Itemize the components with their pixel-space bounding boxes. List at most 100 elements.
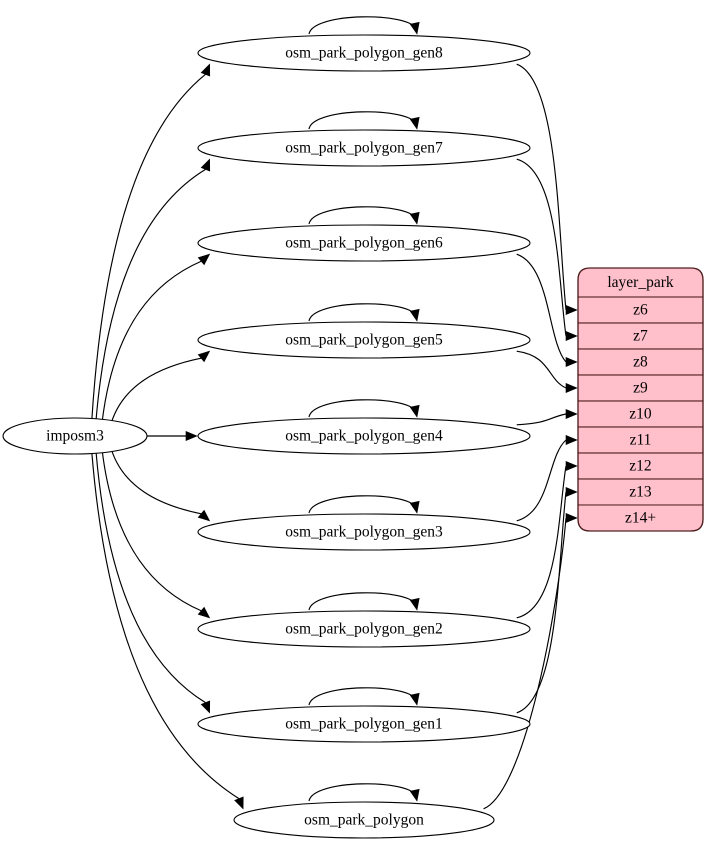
node-gen1[interactable]: osm_park_polygon_gen1 xyxy=(197,705,531,743)
arrowhead-self-loop-gen1 xyxy=(409,692,420,706)
arrowhead-gen5-to-z9 xyxy=(565,382,578,394)
node-gen2-shape xyxy=(197,610,531,648)
arrowhead-imposm3-to-gen2 xyxy=(197,606,211,619)
arrowhead-gen7-to-z7 xyxy=(565,330,578,342)
arrowhead-imposm3-to-gen8 xyxy=(200,63,211,77)
node-gen3[interactable]: osm_park_polygon_gen3 xyxy=(197,513,531,551)
node-base-shape xyxy=(233,801,495,839)
node-gen8[interactable]: osm_park_polygon_gen8 xyxy=(197,34,531,72)
edge-gen2-to-z12 xyxy=(516,465,567,619)
arrowhead-self-loop-base xyxy=(409,788,420,802)
node-imposm3[interactable]: imposm3 xyxy=(2,417,148,455)
self-loop-gen5 xyxy=(308,303,417,322)
layer-park-row-label-z13: z13 xyxy=(629,484,652,501)
edges-layer xyxy=(91,16,578,810)
self-loop-gen8 xyxy=(308,16,417,35)
node-base-label: osm_park_polygon xyxy=(304,812,424,829)
arrowhead-imposm3-to-gen3 xyxy=(197,509,211,522)
arrowhead-self-loop-gen6 xyxy=(409,211,420,225)
layer-park-header-label: layer_park xyxy=(607,274,674,291)
node-imposm3-label: imposm3 xyxy=(46,428,104,445)
arrowhead-self-loop-gen4 xyxy=(409,404,420,418)
edge-base-to-z14+ xyxy=(483,517,567,810)
layer-park-row-label-z12: z12 xyxy=(629,458,651,475)
node-gen3-shape xyxy=(197,513,531,551)
arrowhead-imposm3-to-base xyxy=(234,796,244,810)
node-gen5-shape xyxy=(197,321,531,359)
edge-imposm3-to-gen5 xyxy=(109,357,202,428)
node-gen7-label: osm_park_polygon_gen7 xyxy=(285,140,443,157)
self-loop-gen7 xyxy=(308,111,417,130)
self-loop-gen1 xyxy=(308,687,417,706)
layer-park-row-z6[interactable] xyxy=(577,296,704,324)
edge-gen4-to-z10 xyxy=(516,413,567,426)
edge-imposm3-to-gen3 xyxy=(109,444,202,515)
node-gen4-label: osm_park_polygon_gen4 xyxy=(285,428,443,445)
node-gen5-label: osm_park_polygon_gen5 xyxy=(285,332,443,349)
arrowhead-gen2-to-z12 xyxy=(565,460,578,472)
arrowhead-self-loop-gen5 xyxy=(409,308,420,322)
node-imposm3-shape xyxy=(2,417,148,455)
node-gen5[interactable]: osm_park_polygon_gen5 xyxy=(197,321,531,359)
edge-gen7-to-z7 xyxy=(516,158,567,337)
arrowhead-gen3-to-z11 xyxy=(565,434,578,446)
node-gen2-label: osm_park_polygon_gen2 xyxy=(285,621,443,638)
node-gen3-label: osm_park_polygon_gen3 xyxy=(285,524,443,541)
self-loop-gen2 xyxy=(308,592,417,611)
arrowhead-imposm3-to-gen7 xyxy=(200,158,211,172)
edge-imposm3-to-gen7 xyxy=(95,168,206,421)
edge-gen1-to-z13 xyxy=(516,491,567,714)
arrowhead-self-loop-gen3 xyxy=(409,500,420,514)
arrowhead-self-loop-gen8 xyxy=(409,21,420,35)
layer-park-row-label-z14+: z14+ xyxy=(625,510,656,527)
node-gen4-shape xyxy=(197,417,531,455)
node-base[interactable]: osm_park_polygon xyxy=(233,801,495,839)
layer-park-row-z8[interactable] xyxy=(577,348,704,376)
self-loop-base xyxy=(308,783,417,802)
arrowhead-imposm3-to-gen4 xyxy=(185,430,198,442)
nodes-layer: imposm3 osm_park_polygon_gen8 osm_park_pol… xyxy=(2,34,531,839)
edge-imposm3-to-gen6 xyxy=(101,260,202,423)
node-gen7-shape xyxy=(197,129,531,167)
arrowhead-self-loop-gen2 xyxy=(409,597,420,611)
layer-park-row-label-z7: z7 xyxy=(633,328,648,345)
self-loop-gen4 xyxy=(308,399,417,418)
node-gen6[interactable]: osm_park_polygon_gen6 xyxy=(197,224,531,262)
node-gen2[interactable]: osm_park_polygon_gen2 xyxy=(197,610,531,648)
edge-gen3-to-z11 xyxy=(516,439,567,522)
edge-imposm3-to-gen1 xyxy=(95,451,206,704)
arrowhead-gen1-to-z13 xyxy=(565,486,578,498)
layer-park-row-z13[interactable] xyxy=(577,478,704,506)
self-loop-gen6 xyxy=(308,206,417,225)
node-gen8-label: osm_park_polygon_gen8 xyxy=(285,45,443,62)
layer-park-row-z7[interactable] xyxy=(577,322,704,350)
arrowhead-gen8-to-z6 xyxy=(565,304,578,316)
arrowhead-base-to-z14+ xyxy=(565,512,578,524)
node-gen7[interactable]: osm_park_polygon_gen7 xyxy=(197,129,531,167)
layer-park-row-label-z8: z8 xyxy=(633,354,648,371)
layer-park-row-label-z10: z10 xyxy=(629,406,652,423)
self-loop-gen3 xyxy=(308,495,417,514)
layer-park-row-label-z11: z11 xyxy=(630,432,652,449)
node-gen4[interactable]: osm_park_polygon_gen4 xyxy=(197,417,531,455)
arrowhead-gen4-to-z10 xyxy=(565,408,578,420)
node-gen1-shape xyxy=(197,705,531,743)
arrowhead-gen6-to-z8 xyxy=(565,356,578,368)
edge-imposm3-to-base xyxy=(91,452,240,800)
node-gen1-label: osm_park_polygon_gen1 xyxy=(285,716,443,733)
node-gen6-label: osm_park_polygon_gen6 xyxy=(285,235,443,252)
arrowhead-imposm3-to-gen1 xyxy=(200,700,211,714)
node-gen6-shape xyxy=(197,224,531,262)
edge-gen6-to-z8 xyxy=(516,253,567,363)
edge-gen8-to-z6 xyxy=(516,63,567,311)
arrowhead-self-loop-gen7 xyxy=(409,116,420,130)
edge-imposm3-to-gen8 xyxy=(91,73,206,420)
layer-park-row-label-z6: z6 xyxy=(633,302,648,319)
arrowhead-imposm3-to-gen6 xyxy=(197,253,211,266)
edge-imposm3-to-gen2 xyxy=(101,449,202,612)
arrowhead-imposm3-to-gen5 xyxy=(197,350,211,363)
edge-gen5-to-z9 xyxy=(516,350,567,389)
